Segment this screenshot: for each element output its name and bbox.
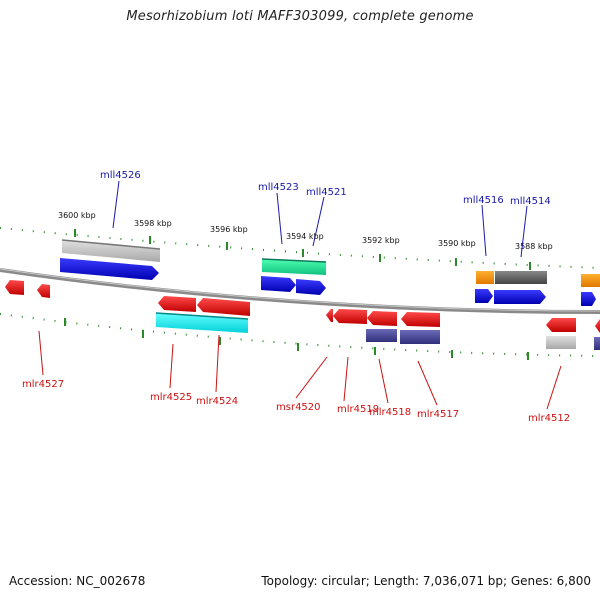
gene-arrow[interactable] — [326, 309, 333, 322]
gene-label-mlr4512[interactable]: mlr4512 — [528, 413, 570, 424]
accession-text: Accession: NC_002678 — [9, 574, 146, 588]
gene-arrow[interactable] — [5, 280, 24, 295]
gene-label-mll4526[interactable]: mll4526 — [100, 170, 141, 181]
gene-label-mll4523[interactable]: mll4523 — [258, 182, 299, 193]
gene-arrow[interactable] — [37, 284, 50, 298]
feature-bar[interactable] — [62, 240, 160, 262]
feature-bar[interactable] — [400, 330, 440, 344]
gene-label-mlr4527[interactable]: mlr4527 — [22, 379, 64, 390]
outer-tick-ring — [0, 227, 600, 270]
genome-backbone-highlight — [0, 268, 600, 312]
forward-feature-bars — [61, 239, 600, 287]
gene-label-mll4516[interactable]: mll4516 — [463, 195, 504, 206]
gene-arrow[interactable] — [494, 290, 546, 304]
gene-arrow[interactable] — [367, 311, 397, 326]
gene-arrow[interactable] — [595, 319, 600, 333]
gene-label-mlr4518[interactable]: mlr4518 — [369, 407, 411, 418]
gene-arrow[interactable] — [475, 289, 493, 303]
gene-label-mll4514[interactable]: mll4514 — [510, 196, 551, 207]
genome-summary-text: Topology: circular; Length: 7,036,071 bp… — [261, 574, 591, 588]
forward-genes — [60, 258, 596, 306]
reverse-genes — [5, 280, 600, 333]
gene-arrow[interactable] — [158, 296, 196, 312]
gene-label-mll4521[interactable]: mll4521 — [306, 187, 347, 198]
gene-arrow[interactable] — [197, 298, 250, 316]
scale-label: 3588 kbp — [515, 242, 553, 251]
inner-tick-ring — [0, 313, 600, 360]
scale-label: 3596 kbp — [210, 225, 248, 234]
feature-bar[interactable] — [476, 271, 494, 284]
gene-arrow[interactable] — [333, 309, 367, 324]
gene-label-mlr4517[interactable]: mlr4517 — [417, 409, 459, 420]
feature-bar[interactable] — [495, 271, 547, 284]
top-leader-lines — [112, 180, 528, 258]
feature-bar[interactable] — [366, 329, 397, 342]
feature-bar[interactable] — [546, 336, 576, 349]
feature-bar[interactable] — [581, 274, 600, 287]
scale-label: 3594 kbp — [286, 232, 324, 241]
feature-bar[interactable] — [594, 337, 600, 350]
gene-label-mlr4519[interactable]: mlr4519 — [337, 404, 379, 415]
map-title: Mesorhizobium loti MAFF303099, complete … — [126, 9, 474, 24]
gene-label-mlr4524[interactable]: mlr4524 — [196, 396, 238, 407]
gene-arrow[interactable] — [261, 276, 296, 292]
gene-arrow[interactable] — [60, 258, 159, 280]
gene-arrow[interactable] — [296, 279, 326, 295]
scale-label: 3598 kbp — [134, 219, 172, 228]
gene-arrow[interactable] — [546, 318, 576, 332]
scale-label: 3590 kbp — [438, 239, 476, 248]
bottom-leader-lines — [38, 330, 562, 410]
gene-arrow[interactable] — [581, 292, 596, 306]
feature-bar[interactable] — [262, 259, 326, 275]
scale-label: 3592 kbp — [362, 236, 400, 245]
scale-label: 3600 kbp — [58, 211, 96, 220]
reverse-feature-bars — [155, 312, 600, 350]
gene-label-msr4520[interactable]: msr4520 — [276, 402, 321, 413]
genome-backbone — [0, 268, 600, 314]
gene-label-mlr4525[interactable]: mlr4525 — [150, 392, 192, 403]
gene-arrow[interactable] — [401, 312, 440, 327]
